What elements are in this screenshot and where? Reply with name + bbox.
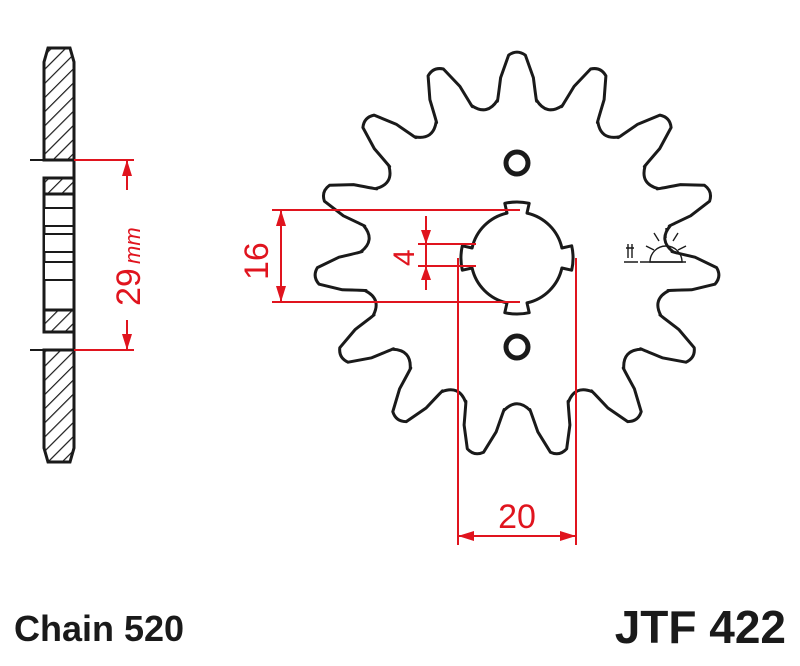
- mounting-hole-top: [503, 149, 531, 177]
- mounting-hole-bottom: [503, 333, 531, 361]
- key-arrow-top: [421, 230, 431, 244]
- depth-arrow-top: [276, 210, 286, 226]
- manufacturer-logo-mark: [624, 228, 687, 263]
- side-profile-view: [30, 46, 88, 464]
- width-label-bg: [108, 190, 146, 320]
- width-arrow-bottom: [122, 334, 132, 350]
- key-width-dimension: 4: [388, 216, 476, 290]
- part-number-label: JTF 422: [614, 601, 786, 653]
- bore-arrow-left: [458, 531, 474, 541]
- profile-upper-hub: [42, 176, 76, 196]
- profile-upper-hatch: [42, 46, 76, 162]
- width-unit-label: mm: [120, 227, 145, 264]
- profile-spline-1: [43, 207, 75, 227]
- key-value-label: 4: [388, 249, 421, 266]
- bore-depth-dimension: 16: [238, 209, 520, 303]
- width-dimension: 29 mm: [74, 159, 148, 351]
- depth-arrow-bottom: [276, 286, 286, 302]
- bore-arrow-right: [560, 531, 576, 541]
- profile-lower-hub: [42, 308, 76, 334]
- bore-value-label: 20: [498, 498, 536, 536]
- key-arrow-bottom: [421, 266, 431, 280]
- width-arrow-top: [122, 160, 132, 176]
- profile-lower-hatch: [42, 348, 76, 464]
- chain-size-label: Chain 520: [14, 608, 185, 649]
- sprocket-front-view: [313, 50, 721, 456]
- bore-width-dimension: 20: [457, 258, 577, 545]
- profile-spline-3: [43, 261, 75, 281]
- profile-spline-2: [43, 233, 75, 253]
- width-value-label: 29: [110, 268, 148, 306]
- depth-value-label: 16: [238, 242, 276, 280]
